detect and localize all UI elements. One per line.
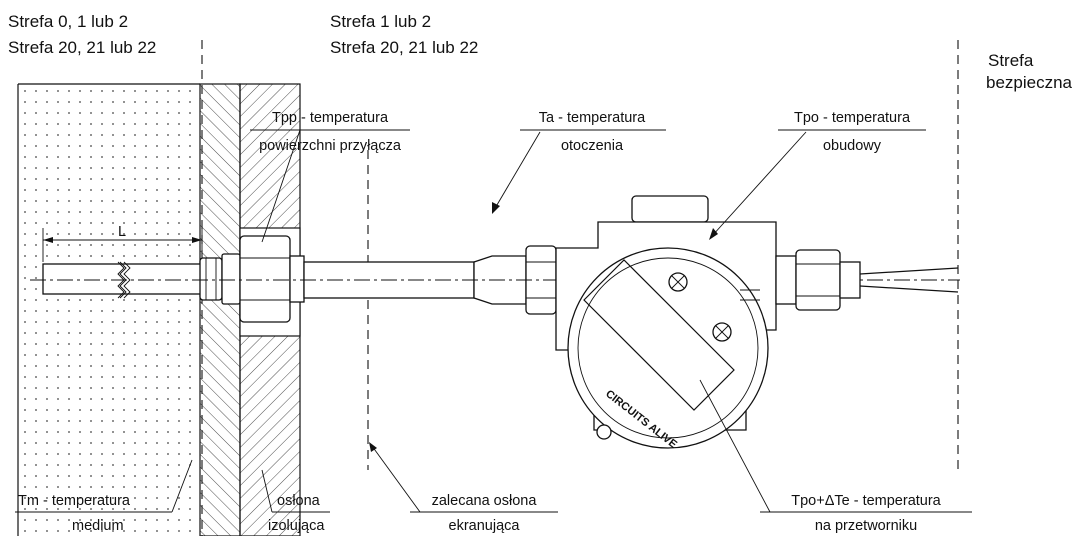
- cable: [859, 267, 959, 293]
- tpo-leader: [711, 131, 807, 237]
- tm-leader: [171, 459, 193, 513]
- ta-leader: [493, 131, 541, 211]
- zone-left-line1: Strefa 0, 1 lub 2: [8, 12, 128, 31]
- tpote-label-line1: Tpo+ΔTe - temperatura: [791, 493, 941, 509]
- transmitter-housing: CIRCUITS ALIVE: [555, 195, 777, 451]
- zalecana-leader: [371, 445, 421, 513]
- tpo-label-line2: obudowy: [823, 138, 882, 154]
- tm-label-line1: Tm - temperatura: [18, 493, 131, 509]
- tpote-label-line2: na przetworniku: [815, 518, 917, 534]
- zone-left-line2: Strefa 20, 21 lub 22: [8, 38, 156, 57]
- tpote-leader: [699, 379, 771, 513]
- tm-label-line2: medium: [72, 518, 124, 534]
- process-connection: [199, 235, 305, 323]
- zalecana-label-line1: zalecana osłona: [432, 493, 538, 509]
- oslona-leader: [261, 469, 273, 513]
- tpp-leader: [261, 129, 301, 243]
- length-dimension: L: [42, 224, 203, 262]
- zone-safe-line2: bezpieczna: [986, 73, 1073, 92]
- housing-cover: [567, 247, 769, 449]
- ta-label-line2: otoczenia: [561, 138, 624, 154]
- vessel-wall: [199, 83, 241, 536]
- tpp-label-line2: powierzchni przyłącza: [259, 138, 402, 154]
- oslona-label-line2: izolująca: [268, 518, 325, 534]
- zone-mid-line1: Strefa 1 lub 2: [330, 12, 431, 31]
- zone-safe-line1: Strefa: [988, 51, 1034, 70]
- cable-gland: [775, 249, 861, 311]
- ta-label-line1: Ta - temperatura: [539, 110, 646, 126]
- zalecana-label-line2: ekranująca: [449, 518, 521, 534]
- oslona-label-line1: osłona: [277, 493, 321, 509]
- length-label: L: [118, 224, 126, 240]
- probe-sheath: [42, 261, 214, 299]
- tpp-label-line1: Tpp - temperatura: [272, 110, 389, 126]
- medium-region: [17, 83, 200, 536]
- zone-mid-line2: Strefa 20, 21 lub 22: [330, 38, 478, 57]
- tpo-label-line1: Tpo - temperatura: [794, 110, 911, 126]
